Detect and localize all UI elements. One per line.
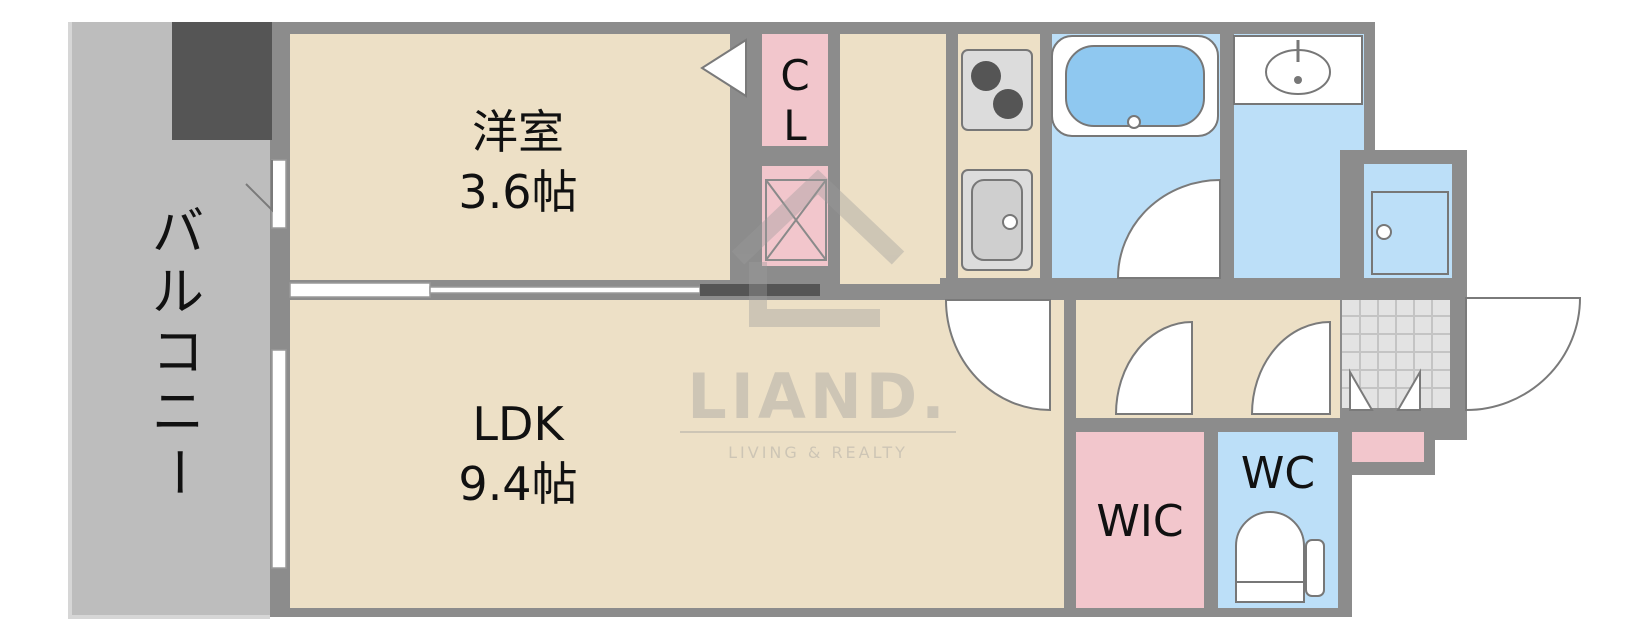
door-wc (1250, 320, 1331, 415)
balcony-char-2: ル (152, 263, 204, 323)
wic-floor (1076, 432, 1204, 608)
house-logo-icon (731, 169, 905, 327)
entrance-closet-floor (1352, 432, 1424, 462)
door-balcony (245, 160, 273, 213)
stove-icon (961, 49, 1033, 131)
door-wic (1114, 320, 1193, 415)
western-room-floor (290, 34, 730, 280)
western-room-name: 洋室 (472, 105, 564, 159)
closet-floor (762, 34, 828, 146)
watermark: LIAND. LIVING & REALTY (680, 169, 956, 462)
bathtub-icon (1051, 35, 1219, 137)
door-entrance (1465, 297, 1582, 412)
wic-label: WIC (1096, 496, 1183, 547)
pillar (172, 22, 272, 140)
door-bathroom (1116, 178, 1221, 279)
openings (271, 159, 701, 569)
ldk-size: 9.4帖 (458, 457, 577, 511)
balcony-label: バ ル コ ニ ー (147, 203, 207, 498)
door-ldk-entry (944, 299, 1051, 412)
sliding-partition-rail (429, 286, 701, 294)
ldk-floor (290, 300, 1072, 608)
door-closet (700, 38, 747, 98)
doors (245, 38, 1582, 415)
wc-label: WC (1241, 448, 1315, 499)
closet-label-c: C (780, 51, 809, 100)
washing-machine-pan-icon (1371, 191, 1449, 275)
kitchen-sink-icon (961, 169, 1033, 271)
balcony-char-5: ー (147, 446, 207, 498)
watermark-brand: LIAND. (687, 360, 948, 433)
kitchen-corridor-floor (840, 34, 958, 284)
western-room-size: 3.6帖 (458, 165, 577, 219)
washbasin-icon (1233, 35, 1363, 105)
closet-label-l: L (783, 101, 807, 150)
pipe-shaft-mark (765, 179, 827, 261)
partition-hatch (700, 284, 820, 296)
watermark-tagline: LIVING & REALTY (728, 443, 908, 462)
balcony-char-4: ニ (152, 383, 204, 443)
window-ldk (271, 349, 287, 569)
window-western-room (271, 159, 287, 229)
toilet-icon (1235, 511, 1325, 603)
balcony-char-1: バ (152, 203, 204, 263)
ldk-name: LDK (472, 397, 565, 451)
balcony-char-3: コ (152, 323, 204, 383)
door-shoe-cabinet (1349, 368, 1421, 411)
sliding-partition (289, 282, 431, 298)
